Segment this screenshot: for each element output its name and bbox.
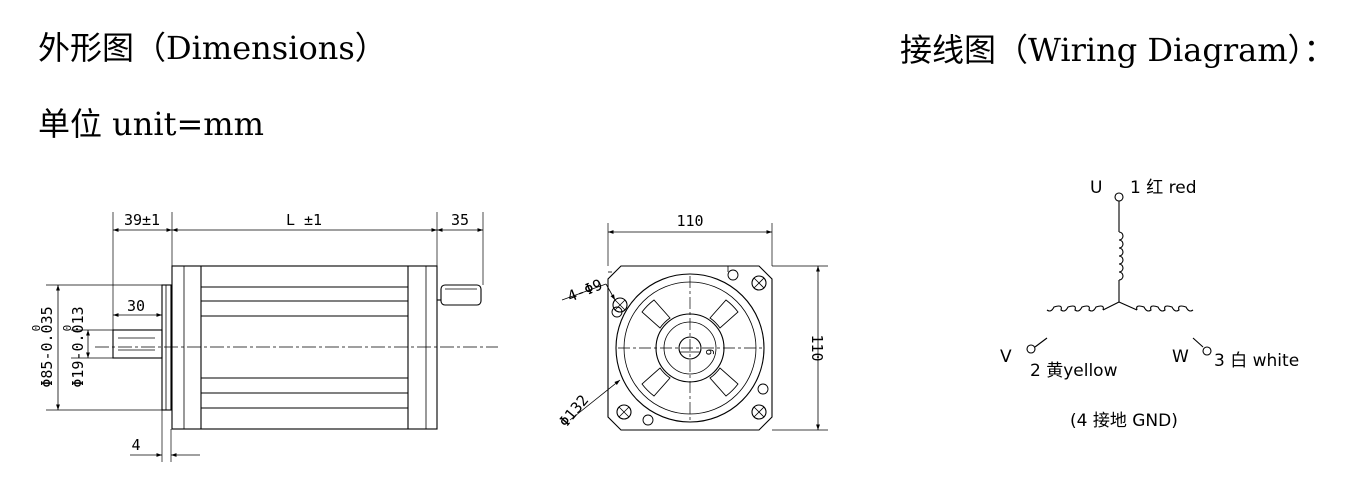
side-view-dimensions: 39±1 L ±1 35 30 4 Φ85-0.035 0 Φ19-0.013 … bbox=[30, 211, 469, 454]
dim-rear-length: 35 bbox=[451, 211, 469, 229]
mount-hole-tl bbox=[612, 297, 628, 313]
front-view bbox=[561, 223, 828, 431]
key-width-label: 6 bbox=[703, 349, 716, 356]
v-color-label: 2 黄yellow bbox=[1030, 361, 1118, 381]
unit-label: 单位 unit=mm bbox=[38, 105, 264, 143]
dimensions-heading: 外形图（Dimensions） bbox=[38, 29, 387, 67]
dim-front-length: 39±1 bbox=[124, 211, 160, 229]
coil-w bbox=[1136, 305, 1194, 312]
w-color-label: 3 白 white bbox=[1214, 351, 1299, 371]
front-height-label: 110 bbox=[808, 334, 826, 361]
side-view bbox=[46, 212, 498, 462]
dia-shaft-upper-tol: 0 bbox=[61, 325, 74, 332]
flange-outline bbox=[607, 265, 773, 431]
dim-shaft-length: 30 bbox=[127, 297, 145, 315]
motor-body bbox=[171, 265, 438, 430]
coil-u bbox=[1118, 231, 1124, 281]
wiring-labels: U 1 红 red V 2 黄yellow W 3 白 white (4 接地 … bbox=[1000, 178, 1299, 431]
u-color-label: 1 红 red bbox=[1130, 178, 1197, 198]
mount-hole-tr bbox=[751, 275, 767, 291]
w-letter: W bbox=[1172, 347, 1189, 367]
shaft-circle bbox=[678, 336, 702, 360]
terminal-u bbox=[1114, 192, 1124, 202]
dim-body-length: L ±1 bbox=[286, 211, 322, 229]
pcd-label: Φ132 bbox=[555, 391, 592, 430]
front-width-label: 110 bbox=[676, 212, 703, 230]
dim-flange-thickness: 4 bbox=[131, 436, 140, 454]
ground-label: (4 接地 GND) bbox=[1070, 411, 1178, 431]
front-view-dimensions: 110 110 4-Φ9 Φ132 6 bbox=[555, 212, 826, 431]
wiring-heading: 接线图（Wiring Diagram）： bbox=[900, 31, 1336, 69]
dia-pilot-label: Φ85-0.035 bbox=[38, 306, 56, 387]
u-letter: U bbox=[1090, 178, 1102, 198]
wiring-diagram bbox=[1026, 192, 1212, 356]
terminal-w bbox=[1202, 346, 1212, 356]
v-letter: V bbox=[1000, 347, 1012, 367]
mount-holes-label: 4-Φ9 bbox=[565, 275, 605, 305]
mount-hole-br bbox=[751, 404, 767, 420]
rear-connector bbox=[440, 284, 482, 306]
terminal-v bbox=[1026, 344, 1036, 354]
mount-hole-bl bbox=[616, 404, 632, 420]
coil-v bbox=[1046, 305, 1104, 312]
dia-shaft-label: Φ19-0.013 bbox=[69, 306, 87, 387]
shaft bbox=[112, 329, 163, 359]
flange bbox=[161, 284, 172, 411]
dia-pilot-upper-tol: 0 bbox=[30, 325, 43, 332]
outer-circle bbox=[615, 273, 765, 423]
